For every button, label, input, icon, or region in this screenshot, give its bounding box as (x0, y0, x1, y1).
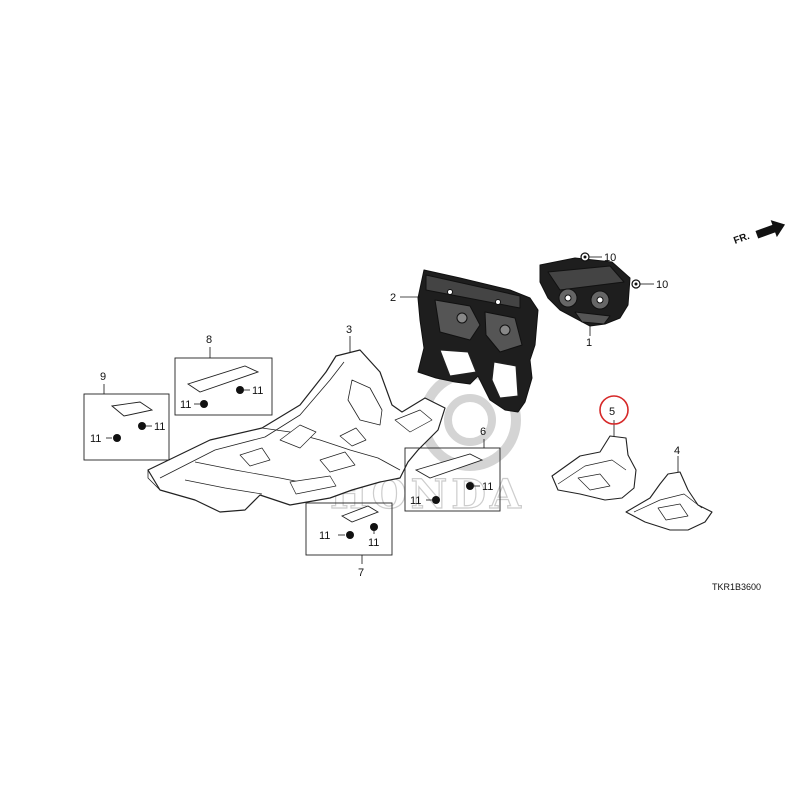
callout-leaders (349, 296, 679, 472)
part-11-fastener[interactable]: 11 (180, 399, 208, 411)
part-10-clip-b[interactable]: 10 (631, 279, 668, 291)
callout-8: 8 (206, 334, 212, 346)
highlight-ring-part-5: 5 (599, 395, 629, 425)
callout-11-8b: 11 (252, 385, 263, 397)
part-11-fastener[interactable]: 11 (368, 523, 379, 549)
callout-2: 2 (390, 292, 396, 304)
part-11-fastener[interactable]: 11 (138, 421, 165, 433)
callout-10a: 10 (604, 252, 616, 264)
callout-4: 4 (674, 445, 680, 457)
callout-11-7b: 11 (368, 537, 379, 549)
part-11-fastener[interactable]: 11 (410, 495, 440, 507)
arrow-right-icon (755, 220, 786, 239)
callout-11-9b: 11 (154, 421, 165, 433)
part-8-callout-box[interactable]: 8 11 11 (174, 334, 273, 416)
callout-11-7a: 11 (319, 530, 330, 542)
part-4-floor-cover[interactable] (625, 471, 713, 531)
part-1-dashboard-insulator-upper[interactable] (539, 257, 631, 327)
part-5-floor-cover[interactable] (551, 435, 637, 501)
diagram-code: TKR1B3600 (712, 582, 761, 592)
callout-6: 6 (480, 426, 486, 438)
callout-10b: 10 (656, 279, 668, 291)
callout-11-8a: 11 (180, 399, 191, 411)
front-direction-marker: FR. (732, 220, 786, 247)
part-11-fastener[interactable]: 11 (236, 385, 263, 397)
part-10-clip-a[interactable]: 10 (580, 252, 616, 264)
part-11-fastener[interactable]: 11 (90, 433, 121, 445)
part-2-dashboard-insulator[interactable] (417, 269, 539, 413)
part-11-fastener[interactable]: 11 (319, 530, 354, 542)
callout-1: 1 (586, 337, 592, 349)
part-3-floor-carpet[interactable] (147, 349, 446, 513)
callout-3: 3 (346, 324, 352, 336)
callout-7: 7 (358, 567, 364, 579)
callout-5: 5 (609, 406, 615, 418)
part-11-fastener[interactable]: 11 (466, 481, 493, 493)
callout-11-9a: 11 (90, 433, 101, 445)
callout-11-6a: 11 (410, 495, 421, 507)
part-7-callout-box[interactable]: 11 11 7 (305, 502, 393, 579)
callout-11-6b: 11 (482, 481, 493, 493)
front-label: FR. (732, 231, 751, 247)
part-9-callout-box[interactable]: 9 11 11 (83, 371, 170, 461)
callout-9: 9 (100, 371, 106, 383)
part-6-callout-box[interactable]: 6 11 11 (404, 426, 501, 512)
